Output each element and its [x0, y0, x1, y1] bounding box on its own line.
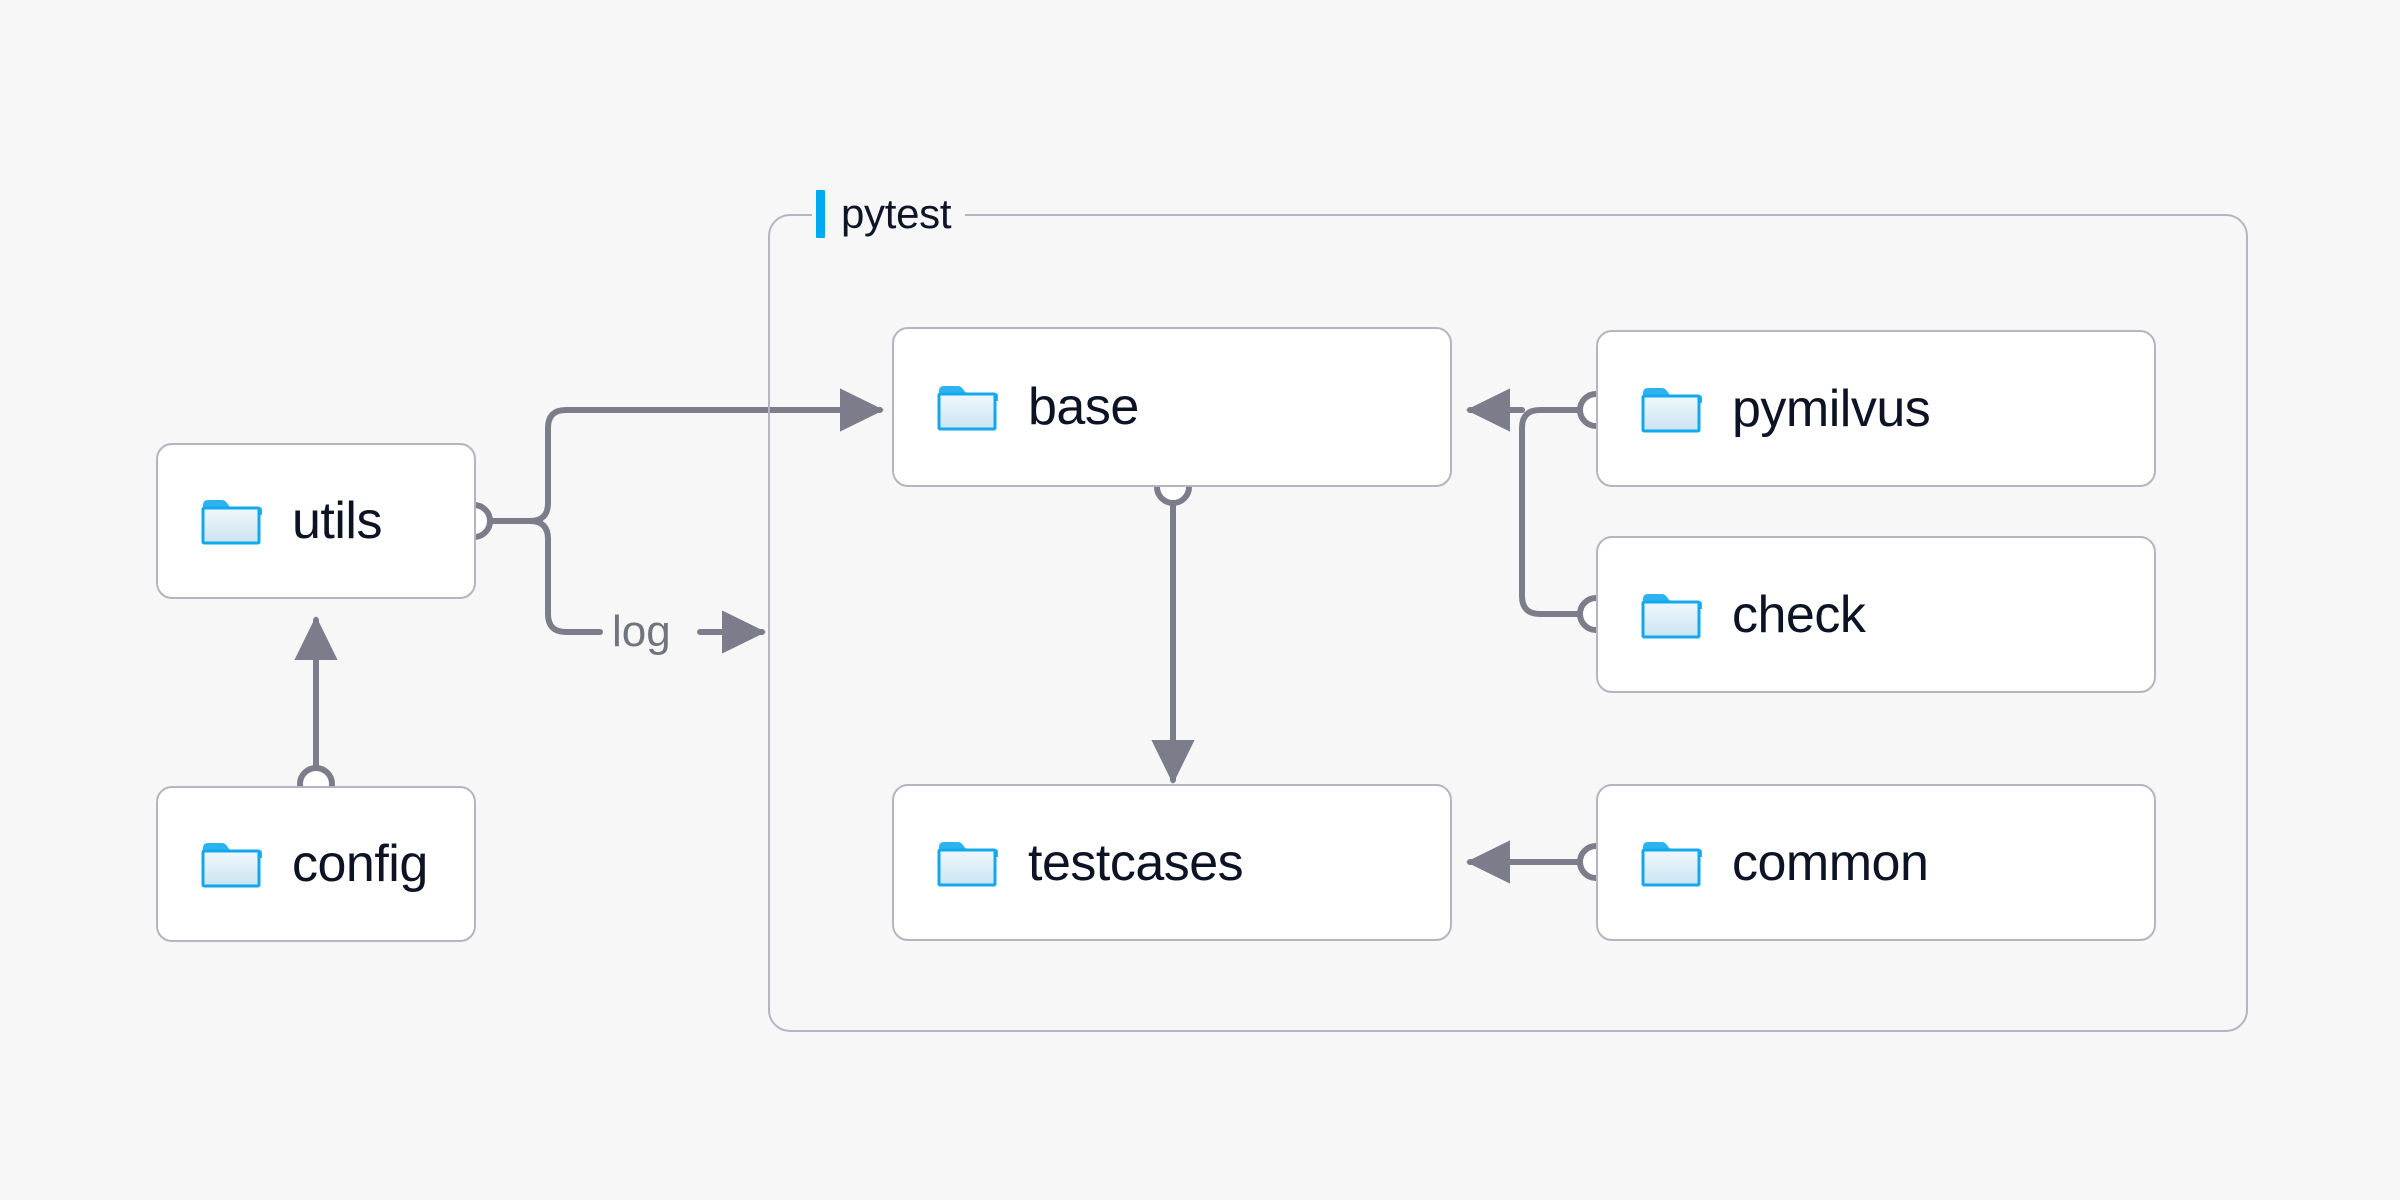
node-label: base [1028, 378, 1139, 436]
accent-bar-icon [816, 190, 825, 238]
node-common[interactable]: common [1596, 784, 2156, 941]
edge-pymilvus-base [1519, 407, 1581, 617]
folder-icon [200, 495, 262, 547]
group-title: pytest [841, 190, 952, 237]
group-label-pytest: pytest [812, 186, 966, 242]
folder-icon [936, 381, 998, 433]
node-label: testcases [1028, 833, 1244, 892]
node-pymilvus[interactable]: pymilvus [1596, 330, 2156, 487]
node-label: config [292, 835, 428, 893]
node-label: pymilvus [1732, 379, 1931, 438]
folder-icon [936, 837, 998, 889]
group-pytest[interactable] [768, 214, 2248, 1032]
folder-icon [1640, 383, 1702, 435]
edge-utils-log [487, 518, 603, 635]
node-base[interactable]: base [892, 327, 1452, 487]
folder-icon [1640, 837, 1702, 889]
folder-icon [200, 838, 262, 890]
node-check[interactable]: check [1596, 536, 2156, 693]
node-label: check [1732, 585, 1866, 644]
node-testcases[interactable]: testcases [892, 784, 1452, 941]
node-config[interactable]: config [156, 786, 476, 942]
node-label: utils [292, 492, 382, 550]
node-utils[interactable]: utils [156, 443, 476, 599]
edge-label-log: log [604, 610, 679, 654]
folder-icon [1640, 589, 1702, 641]
node-label: common [1732, 833, 1929, 892]
